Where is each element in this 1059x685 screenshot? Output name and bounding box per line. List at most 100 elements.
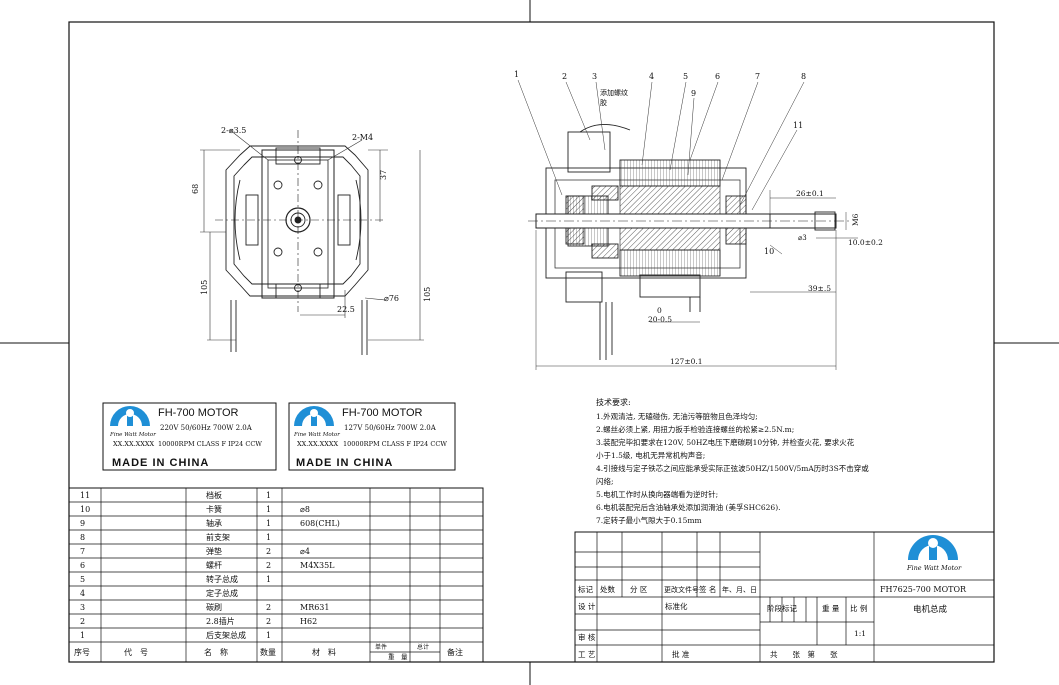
dim-39-label: 39±.5	[808, 284, 831, 293]
fine-watt-logo	[110, 406, 150, 426]
bom-header-qty: 数量	[260, 647, 276, 657]
bom-row-no: 5	[80, 575, 85, 584]
bom-row: 5 转子总成 1	[80, 574, 271, 584]
label2-brand: Fine Watt Motor	[293, 432, 340, 438]
callout-2: 2	[562, 72, 567, 81]
bom-row-name: 前支架	[206, 532, 230, 542]
bom-row-name: 档板	[206, 490, 222, 500]
tech-line-9: 7.定转子最小气隙大于0.15mm	[596, 515, 702, 525]
tech-requirements: 技术要求: 1.外观清洁, 无磕碰伤, 无油污等脏物且色泽均匀; 2.螺丝必须上…	[596, 397, 869, 525]
dim-screw-label: 2-M4	[352, 133, 373, 142]
bom-row: 8 前支架 1	[80, 532, 271, 542]
bom-row-name: 碳刷	[206, 602, 222, 612]
label2-model: FH-700 MOTOR	[342, 407, 423, 419]
bom-row-no: 11	[80, 491, 90, 500]
bom-row-no: 8	[80, 533, 85, 542]
tech-line-5: 4.引接线与定子铁芯之间应能承受实际正弦波50HZ/1500V/5mA历时3S不…	[596, 463, 869, 473]
front-view-dim-text: 2-⌀3.5 2-M4 68 37 105 105 22.5 ⌀76	[191, 126, 432, 314]
bom-row: 4 定子总成	[80, 588, 238, 598]
bom-header: 序号 代 号 名 称 数量 材 料 单件 总计 重 量 备注	[74, 643, 463, 661]
rev-header-sign: 签 名	[699, 584, 716, 594]
bom-row-qty: 1	[266, 519, 271, 528]
label1-brand: Fine Watt Motor	[109, 432, 156, 438]
bom-row-no: 4	[80, 589, 85, 598]
bom-row-name: 后支架总成	[206, 630, 246, 640]
dim-20-label: 20-0.5	[648, 315, 672, 324]
fine-watt-logo	[908, 535, 958, 560]
bom-row-no: 10	[80, 505, 90, 514]
rev-header-mark: 标记	[578, 584, 593, 594]
bom-row-name: 2.8插片	[206, 616, 235, 626]
dim-76-label: ⌀76	[384, 294, 399, 303]
tech-line-4: 小于1.5级, 电机无异常机构声音;	[596, 450, 705, 460]
bom-row-name: 卡簧	[206, 504, 222, 514]
callout-4: 4	[649, 72, 654, 81]
callout-3: 3	[592, 72, 597, 81]
bom-header-no: 序号	[74, 647, 90, 657]
callout-7: 9	[691, 89, 696, 98]
label1-rating: 220V 50/60Hz 700W 2.0A	[160, 424, 253, 432]
callout-5: 5	[683, 72, 688, 81]
callout-8: 7	[755, 72, 760, 81]
title-block-grid	[574, 531, 995, 663]
bom-row: 7 弹垫 2 ⌀4	[80, 546, 310, 556]
side-view-leaders	[517, 79, 858, 370]
bom-header-remark: 备注	[447, 647, 463, 657]
bom-row-qty: 2	[266, 617, 271, 626]
bom-row-material: 608(CHL)	[300, 519, 340, 528]
bom-row-material: ⌀4	[300, 547, 310, 556]
side-view	[528, 124, 850, 360]
tech-line-8: 6.电机装配完后含油轴承处添加润滑油 (美孚SHC626).	[596, 502, 781, 512]
front-view-dimensions	[200, 129, 424, 341]
bom-table-grid	[68, 487, 484, 663]
dim-hole-label: 2-⌀3.5	[221, 126, 246, 135]
title-design: 设 计	[578, 601, 596, 611]
rev-header-doc: 更改文件号	[664, 585, 699, 594]
title-process: 工 艺	[578, 650, 595, 659]
bom-row-name: 轴承	[206, 518, 222, 528]
drawing-number: FH7625-700 MOTOR	[880, 585, 967, 594]
title-standard: 标准化	[665, 601, 688, 611]
bom-row-no: 2	[80, 617, 85, 626]
title-stage-mark: 阶段标记	[767, 603, 797, 613]
title-scale-label: 比 例	[850, 603, 867, 613]
note-thread-glue-line1: 添加螺纹	[600, 88, 628, 97]
note-thread-glue-line2: 胶	[600, 98, 607, 107]
dim-37-label: 37	[379, 170, 388, 180]
dim-3-label: ⌀3	[798, 234, 807, 242]
label1-spec: 10000RPM CLASS F IP24 CCW	[158, 440, 262, 448]
bom-row-name: 螺杆	[206, 560, 222, 570]
callout-6: 6	[715, 72, 720, 81]
bom-row-material: M4X35L	[300, 561, 335, 570]
bom-row: 3 碳刷 2 MR631	[80, 602, 329, 612]
title-approve: 批 准	[672, 649, 690, 659]
bom-row: 6 螺杆 2 M4X35L	[80, 560, 335, 570]
bom-row-no: 9	[80, 519, 85, 528]
dim-105b-label: 105	[423, 287, 432, 302]
bom-row: 11 档板 1	[80, 490, 271, 500]
bom-row: 9 轴承 1 608(CHL)	[80, 518, 340, 528]
fine-watt-logo	[294, 406, 334, 426]
title-block: Fine Watt Motor FH7625-700 MOTOR 电机总成 标记…	[578, 535, 967, 659]
label2-rating: 127V 50/60Hz 700W 2.0A	[344, 424, 437, 432]
bom-table: 11 档板 1 10 卡簧 1 ⌀8 9 轴承 1 608(CHL) 8 前支架…	[74, 490, 463, 661]
bom-row-qty: 1	[266, 491, 271, 500]
bom-row-material: MR631	[300, 603, 329, 612]
title-weight: 重 量	[822, 604, 840, 613]
title-sheets: 共 张 第 张	[770, 649, 838, 659]
label1-model: FH-700 MOTOR	[158, 407, 239, 419]
label2-date-code: XX.XX.XXXX	[297, 440, 339, 448]
title-scale-value: 1:1	[854, 629, 866, 638]
bom-row-no: 1	[80, 631, 85, 640]
bom-header-material: 材 料	[312, 647, 336, 657]
dim-0-label: 0	[657, 306, 662, 315]
bom-row-material: H62	[300, 617, 317, 626]
dim-26-label: 26±0.1	[796, 189, 824, 198]
rev-header-date: 年、月、日	[722, 585, 757, 594]
label1-made-in: MADE IN CHINA	[112, 457, 209, 469]
drawing-name: 电机总成	[913, 604, 948, 615]
bom-row-material: ⌀8	[300, 505, 310, 514]
bom-row: 10 卡簧 1 ⌀8	[80, 504, 310, 514]
